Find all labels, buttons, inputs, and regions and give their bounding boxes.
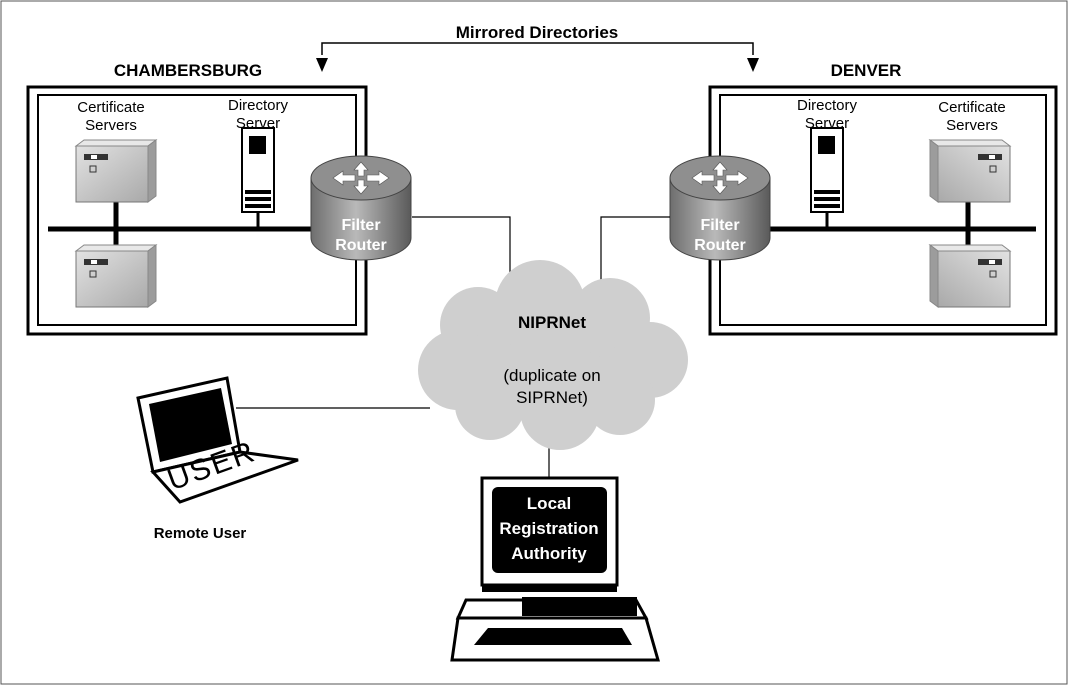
cloud-title: NIPRNet <box>518 313 586 332</box>
cert-servers-label-left-1: Certificate <box>77 99 145 116</box>
link-right-router-cloud <box>600 216 670 292</box>
niprnet-cloud-icon <box>418 260 688 450</box>
directory-server-icon <box>241 127 275 213</box>
mirrored-directories-connector <box>316 42 759 72</box>
site-title-denver: DENVER <box>831 61 902 80</box>
lra-label-3: Authority <box>511 544 587 563</box>
dir-server-label-right-1: Directory <box>797 97 858 114</box>
certificate-server-icon <box>929 244 1011 308</box>
directory-server-icon <box>810 127 844 213</box>
lra-label-2: Registration <box>499 519 598 538</box>
arrow-down-right-icon <box>747 58 759 72</box>
router-label-left-2: Router <box>335 237 387 254</box>
dir-server-label-left-1: Directory <box>228 97 289 114</box>
lra-workstation-icon <box>450 476 660 662</box>
router-label-left-1: Filter <box>341 217 380 234</box>
router-label-right-2: Router <box>694 237 746 254</box>
remote-user-label: Remote User <box>154 525 247 542</box>
certificate-server-icon <box>929 139 1011 203</box>
cloud-note-2: SIPRNet) <box>516 388 588 407</box>
arrow-down-left-icon <box>316 58 328 72</box>
certificate-server-icon <box>75 244 157 308</box>
cert-servers-label-left-2: Servers <box>85 117 137 134</box>
site-title-chambersburg: CHAMBERSBURG <box>114 61 262 80</box>
lra-label-1: Local <box>527 494 571 513</box>
cert-servers-label-right-2: Servers <box>946 117 998 134</box>
certificate-server-icon <box>75 139 157 203</box>
cert-servers-label-right-1: Certificate <box>938 99 1006 116</box>
router-label-right-1: Filter <box>700 217 739 234</box>
mirrored-directories-label: Mirrored Directories <box>456 23 619 42</box>
cloud-note-1: (duplicate on <box>503 366 600 385</box>
laptop-icon: USER <box>136 376 299 504</box>
link-left-router-cloud <box>412 216 511 292</box>
